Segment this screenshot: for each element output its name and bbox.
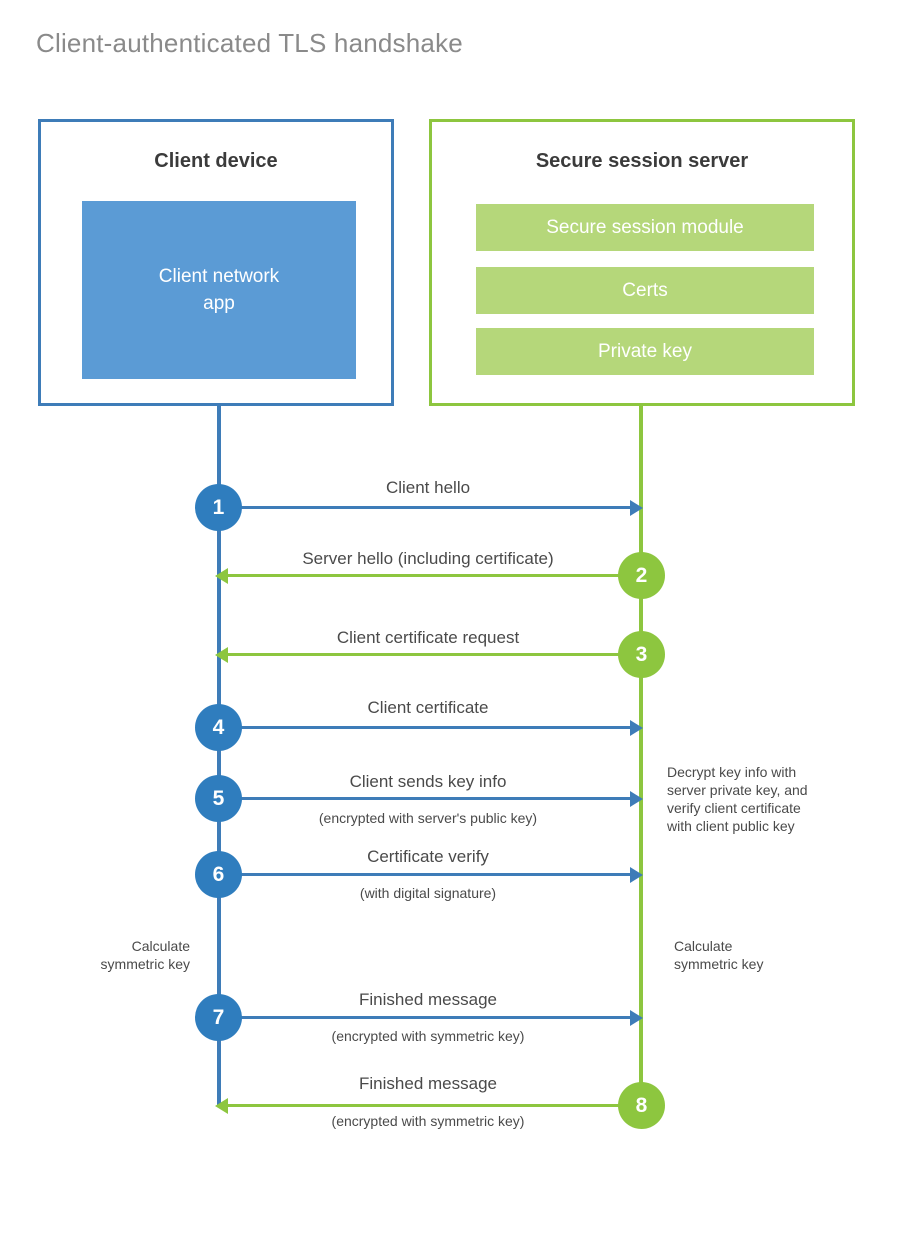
server-component-label: Secure session module [546, 216, 744, 238]
step-number: 7 [212, 1005, 225, 1029]
step-2-marker: 2 [618, 552, 665, 599]
client-calculate-symmetric-key-note: Calculate symmetric key [100, 938, 190, 972]
step-8-sublabel: (encrypted with symmetric key) [331, 1113, 525, 1129]
step-number: 4 [212, 715, 225, 739]
server-component-secure-session-module: Secure session module [476, 204, 814, 251]
step-6-sublabel: (with digital signature) [359, 885, 497, 901]
server-decrypt-note: Decrypt key info with server private key… [667, 764, 808, 834]
step-7-arrow-head-icon [630, 1010, 643, 1026]
step-7-marker: 7 [195, 994, 242, 1041]
step-7-sublabel: (encrypted with symmetric key) [331, 1028, 525, 1044]
step-5-marker: 5 [195, 775, 242, 822]
step-8-arrow-head-icon [215, 1098, 228, 1114]
step-1-marker: 1 [195, 484, 242, 531]
step-number: 8 [635, 1093, 648, 1117]
server-component-private-key: Private key [476, 328, 814, 375]
step-1-label: Client hello [385, 478, 471, 497]
step-4-label: Client certificate [367, 698, 489, 717]
step-number: 2 [635, 563, 648, 587]
step-number: 1 [212, 495, 225, 519]
server-component-label: Private key [598, 340, 692, 362]
step-5-arrow-head-icon [630, 791, 643, 807]
step-5-arrow-line [219, 797, 634, 800]
step-8-label: Finished message [359, 1074, 497, 1093]
step-6-label: Certificate verify [367, 847, 489, 866]
step-3-arrow-line [226, 653, 641, 656]
step-2-arrow-line [226, 574, 641, 577]
client-lifeline [217, 405, 221, 1107]
step-1-arrow-line [219, 506, 634, 509]
step-4-arrow-head-icon [630, 720, 643, 736]
client-device-title: Client device [154, 150, 278, 172]
step-4-arrow-line [219, 726, 634, 729]
step-5-sublabel: (encrypted with server's public key) [318, 810, 538, 826]
step-2-arrow-head-icon [215, 568, 228, 584]
step-8-arrow-line [226, 1104, 641, 1107]
server-calculate-symmetric-key-note: Calculate symmetric key [674, 938, 764, 972]
secure-session-server-title: Secure session server [535, 150, 749, 172]
step-3-arrow-head-icon [215, 647, 228, 663]
step-6-arrow-head-icon [630, 867, 643, 883]
step-7-arrow-line [219, 1016, 634, 1019]
step-4-marker: 4 [195, 704, 242, 751]
step-number: 3 [635, 642, 648, 666]
page-title: Client-authenticated TLS handshake [36, 28, 463, 58]
secure-session-server-box: Secure session server Secure session mod… [429, 119, 855, 406]
step-8-marker: 8 [618, 1082, 665, 1129]
step-6-marker: 6 [195, 851, 242, 898]
server-lifeline [639, 405, 643, 1107]
client-device-box: Client device Client network app [38, 119, 394, 406]
step-2-label: Server hello (including certificate) [302, 549, 554, 568]
step-3-label: Client certificate request [336, 628, 520, 647]
client-network-app-label: Client network app [158, 266, 280, 314]
step-1-arrow-head-icon [630, 500, 643, 516]
server-component-label: Certs [622, 279, 668, 301]
step-number: 5 [212, 786, 225, 810]
server-component-certs: Certs [476, 267, 814, 314]
client-network-app-block: Client network app [82, 201, 356, 379]
step-6-arrow-line [219, 873, 634, 876]
step-5-label: Client sends key info [349, 772, 507, 791]
step-7-label: Finished message [359, 990, 497, 1009]
step-3-marker: 3 [618, 631, 665, 678]
step-number: 6 [212, 862, 225, 886]
